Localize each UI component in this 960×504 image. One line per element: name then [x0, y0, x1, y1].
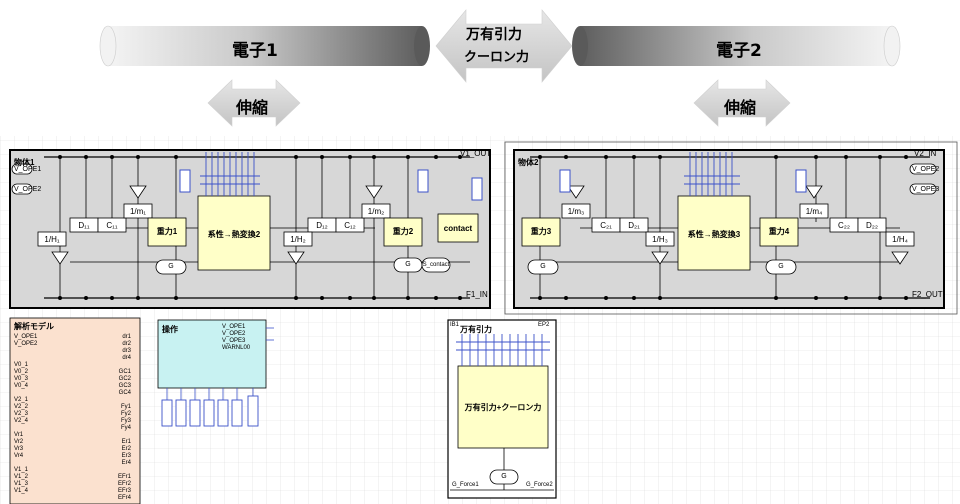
- contact-block[interactable]: contact: [443, 224, 473, 233]
- force-label-line2: クーロン力: [464, 50, 530, 65]
- bus-node: [564, 296, 568, 300]
- electron1-cylinder: [99, 25, 430, 67]
- bus-node: [814, 296, 818, 300]
- body2-vope1: V_OPE2: [912, 166, 940, 173]
- analysis-right-list: dr1 dr2 dr3 dr4 GC1 GC2 GC3 GC4 Fy1 Fy2 …: [118, 334, 132, 501]
- body2-out-label: V2_IN: [914, 149, 937, 158]
- body1-vope1: V_OPE1: [14, 166, 42, 173]
- body2-c21: C₂₁: [600, 221, 612, 230]
- force-g-label: G: [501, 473, 507, 480]
- bus-node: [320, 296, 324, 300]
- analysis-title: 解析モデル: [14, 322, 54, 331]
- body1-inv-m2: 1/m₂: [367, 207, 385, 216]
- body1-title: 物体1: [14, 158, 35, 167]
- body2-d22: D₂₂: [866, 221, 878, 230]
- bus-node: [904, 155, 908, 159]
- operation-output-ports: [161, 395, 259, 427]
- stretch-arrow-2: [693, 79, 791, 127]
- force-title: 万有引力: [460, 325, 492, 334]
- body1-inv-m1: 1/m₁: [129, 207, 147, 216]
- gravity4-block[interactable]: 重力4: [768, 227, 790, 236]
- body1-round-blocks: [11, 163, 451, 275]
- body2-inv-h4: 1/H₄: [892, 235, 908, 244]
- body1-inv-h1: 1/H₁: [44, 235, 60, 244]
- body1-yellow-blocks: [147, 195, 479, 271]
- bus-node: [458, 296, 462, 300]
- body2-in-label: F2_OUT: [912, 290, 943, 299]
- operation-wires: [166, 327, 274, 400]
- force-double-arrow: [435, 9, 573, 83]
- electron2-cylinder: [572, 25, 901, 67]
- bus-node: [604, 296, 608, 300]
- s-contact-block: S_contact: [422, 262, 450, 268]
- body1-in-label: F1_IN: [466, 290, 488, 299]
- force-g-force-right: G_Force2: [526, 482, 553, 488]
- body2-vope2: V_OPE3: [912, 186, 940, 193]
- bus-node: [632, 296, 636, 300]
- bus-node: [348, 296, 352, 300]
- gravity3-block[interactable]: 重力3: [530, 227, 552, 236]
- gravity2-block[interactable]: 重力2: [392, 227, 414, 236]
- bus-node: [434, 296, 438, 300]
- body2-round-blocks: [527, 163, 937, 275]
- body1-c12: C₁₂: [344, 221, 356, 230]
- body2-inv-h3: 1/H₃: [652, 235, 668, 244]
- body2-inv-m4: 1/m₄: [805, 207, 823, 216]
- bus-node: [904, 296, 908, 300]
- operation-items: V_OPE1 V_OPE2 V_OPE3 WARNL00: [222, 324, 251, 351]
- body2-yellow-blocks: [521, 195, 799, 271]
- body2-title: 物体2: [518, 158, 539, 167]
- force-right-port: EP2: [538, 322, 550, 328]
- operation-panel: [157, 319, 267, 389]
- force-g-force-left: G_Force1: [452, 482, 479, 488]
- force-wires: [450, 448, 554, 491]
- body1-vope2: V_OPE2: [14, 186, 42, 193]
- analysis-model-panel: [9, 317, 141, 504]
- g-block-2: G: [405, 261, 411, 268]
- body2-d21: D₂₁: [628, 221, 640, 230]
- body1-blue-ports: [179, 169, 483, 201]
- bus-node: [110, 296, 114, 300]
- bus-node: [434, 155, 438, 159]
- stretch-label-1: 伸縮: [236, 98, 269, 117]
- body1-out-label: V1_OUT: [460, 149, 492, 158]
- body2-blocks: [561, 185, 915, 265]
- body2-inv-m3: 1/m₃: [567, 207, 585, 216]
- body1-blocks: [37, 185, 391, 265]
- body2-blue-bus: [684, 152, 740, 196]
- force-yellow-block: [457, 365, 549, 449]
- force-block-label[interactable]: 万有引力+クーロン力: [464, 403, 542, 412]
- body1-inv-h2: 1/H₂: [290, 235, 306, 244]
- body1-d12: D₁₂: [316, 221, 328, 230]
- body2-blue-ports: [559, 169, 807, 193]
- body2-c22: C₂₂: [838, 221, 850, 230]
- g-block-1: G: [168, 263, 174, 270]
- stretch-label-2: 伸縮: [724, 98, 757, 117]
- transform2-block[interactable]: 系性→熱変換2: [207, 230, 261, 239]
- force-blue-bus: [456, 334, 550, 366]
- g-block-4: G: [778, 263, 784, 270]
- bus-node: [844, 296, 848, 300]
- force-label-line1: 万有引力: [466, 27, 522, 43]
- body1-d11: D₁₁: [78, 221, 90, 230]
- body1-blue-bus: [200, 152, 260, 196]
- operation-title: 操作: [162, 325, 178, 334]
- bus-node: [564, 155, 568, 159]
- body1-c11: C₁₁: [106, 221, 118, 230]
- gravity1-block[interactable]: 重力1: [156, 227, 178, 236]
- bus-node: [84, 296, 88, 300]
- bus-node: [458, 155, 462, 159]
- transform3-block[interactable]: 系性→熱変換3: [687, 230, 741, 239]
- force-left-port: IB1: [450, 322, 460, 328]
- g-block-3: G: [540, 263, 546, 270]
- stretch-arrow-1: [207, 79, 301, 127]
- electron1-label: 電子1: [232, 41, 278, 61]
- electron2-label: 電子2: [716, 41, 762, 61]
- analysis-left-list: V_OPE1 V_OPE2 V0_1 V0_2 V0_3 V0_4 V2_1 V…: [14, 334, 38, 494]
- body2-nodes: [538, 155, 908, 300]
